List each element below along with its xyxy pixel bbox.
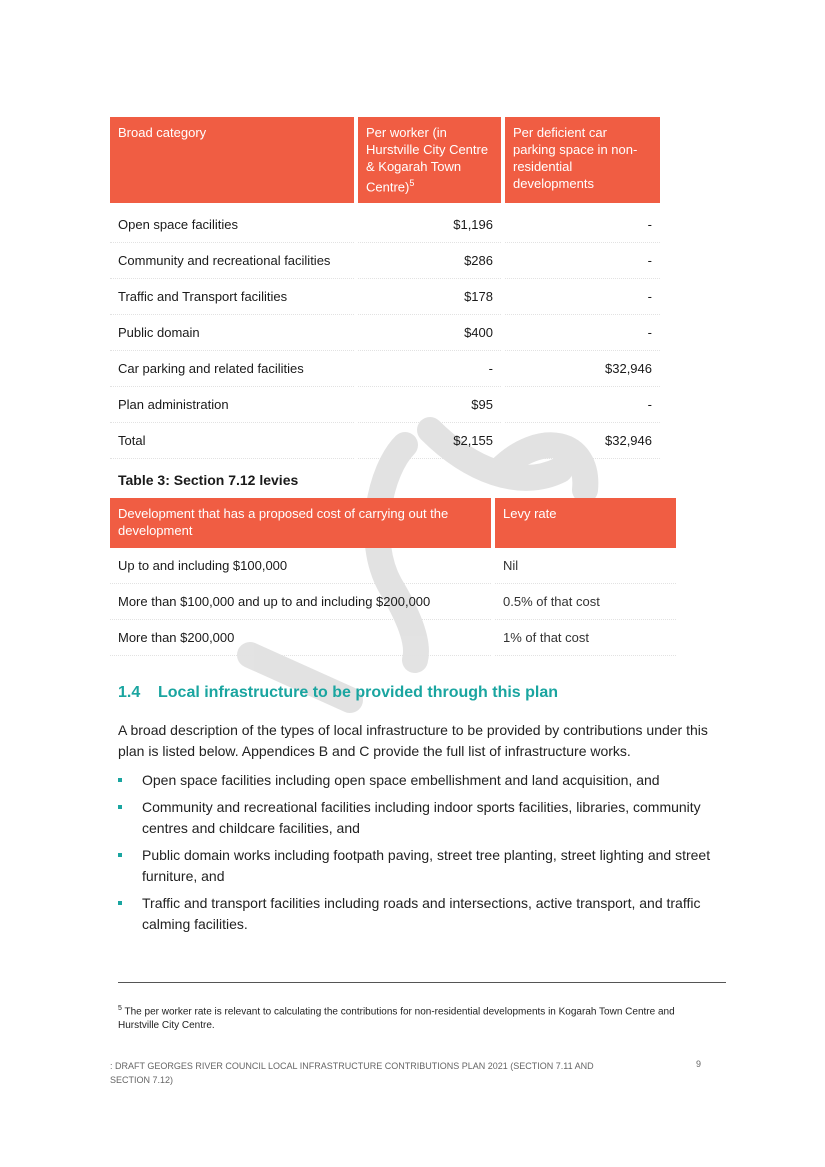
per-worker-cell: $95	[358, 387, 501, 424]
per-space-cell: -	[505, 315, 660, 352]
bullet-icon	[118, 778, 122, 782]
per-worker-cell: $1,196	[358, 207, 501, 244]
page-number: 9	[696, 1059, 702, 1069]
per-worker-cell: $178	[358, 279, 501, 316]
category-cell: Community and recreational facilities	[110, 243, 354, 280]
list-item: Public domain works including footpath p…	[118, 845, 728, 887]
development-cell: More than $100,000 and up to and includi…	[110, 584, 491, 620]
table-row: More than $100,000 and up to and includi…	[110, 584, 676, 620]
per-worker-cell: $2,155	[358, 423, 501, 460]
table-row: Traffic and Transport facilities $178 -	[110, 279, 660, 316]
development-cell: More than $200,000	[110, 620, 491, 656]
header-broad-category: Broad category	[110, 117, 354, 204]
table-row: Up to and including $100,000 Nil	[110, 548, 676, 584]
list-item-text: Traffic and transport facilities includi…	[142, 895, 701, 932]
section-title: Local infrastructure to be provided thro…	[158, 684, 559, 701]
list-item-text: Open space facilities including open spa…	[142, 772, 660, 788]
list-item-text: Community and recreational facilities in…	[142, 799, 701, 836]
header-development: Development that has a proposed cost of …	[110, 498, 491, 548]
per-space-cell: -	[505, 207, 660, 244]
header-per-worker: Per worker (in Hurstville City Centre & …	[358, 117, 501, 204]
table-row: Public domain $400 -	[110, 315, 660, 352]
per-space-cell: $32,946	[505, 423, 660, 460]
list-item: Community and recreational facilities in…	[118, 797, 728, 839]
infrastructure-list: Open space facilities including open spa…	[118, 770, 728, 941]
table-header-row: Broad category Per worker (in Hurstville…	[110, 117, 660, 204]
bullet-icon	[118, 901, 122, 905]
development-cell: Up to and including $100,000	[110, 548, 491, 584]
per-space-cell: -	[505, 387, 660, 424]
per-worker-cell: $286	[358, 243, 501, 280]
header-levy-rate: Levy rate	[495, 498, 676, 548]
per-space-cell: -	[505, 243, 660, 280]
per-space-cell: $32,946	[505, 351, 660, 388]
footnote-ref: 5	[409, 178, 415, 188]
table-row: Open space facilities $1,196 -	[110, 207, 660, 244]
header-per-worker-text: Per worker (in Hurstville City Centre & …	[366, 125, 489, 195]
per-space-cell: -	[505, 279, 660, 316]
table-row: Community and recreational facilities $2…	[110, 243, 660, 280]
category-cell: Traffic and Transport facilities	[110, 279, 354, 316]
bullet-icon	[118, 853, 122, 857]
page-footer: : DRAFT GEORGES RIVER COUNCIL LOCAL INFR…	[110, 1061, 594, 1085]
bullet-icon	[118, 805, 122, 809]
category-cell: Total	[110, 423, 354, 460]
category-cell: Car parking and related facilities	[110, 351, 354, 388]
list-item: Open space facilities including open spa…	[118, 770, 728, 791]
section-intro: A broad description of the types of loca…	[118, 722, 708, 759]
footnote-text: The per worker rate is relevant to calcu…	[118, 1006, 675, 1032]
table-row: More than $200,000 1% of that cost	[110, 620, 676, 656]
list-item: Traffic and transport facilities includi…	[118, 893, 728, 935]
footnote-divider	[118, 982, 726, 983]
table-total-row: Total $2,155 $32,946	[110, 423, 660, 460]
header-per-space: Per deficient car parking space in non-r…	[505, 117, 660, 204]
category-cell: Plan administration	[110, 387, 354, 424]
section-number: 1.4	[118, 684, 141, 701]
table-row: Plan administration $95 -	[110, 387, 660, 424]
per-worker-cell: -	[358, 351, 501, 388]
table-caption: Table 3: Section 7.12 levies	[118, 472, 299, 488]
contributions-rates-table: Broad category Per worker (in Hurstville…	[106, 117, 664, 460]
section-712-levies-table: Development that has a proposed cost of …	[106, 498, 680, 656]
levy-rate-cell: 1% of that cost	[495, 620, 676, 656]
levy-rate-cell: Nil	[495, 548, 676, 584]
table-row: Car parking and related facilities - $32…	[110, 351, 660, 388]
per-worker-cell: $400	[358, 315, 501, 352]
levy-rate-cell: 0.5% of that cost	[495, 584, 676, 620]
category-cell: Public domain	[110, 315, 354, 352]
list-item-text: Public domain works including footpath p…	[142, 847, 711, 884]
section-heading: 1.4 Local infrastructure to be provided t…	[118, 684, 558, 702]
footnote: 5 The per worker rate is relevant to cal…	[118, 1002, 718, 1033]
footnote-marker: 5	[118, 1005, 122, 1012]
category-cell: Open space facilities	[110, 207, 354, 244]
table-header-row: Development that has a proposed cost of …	[110, 498, 676, 548]
